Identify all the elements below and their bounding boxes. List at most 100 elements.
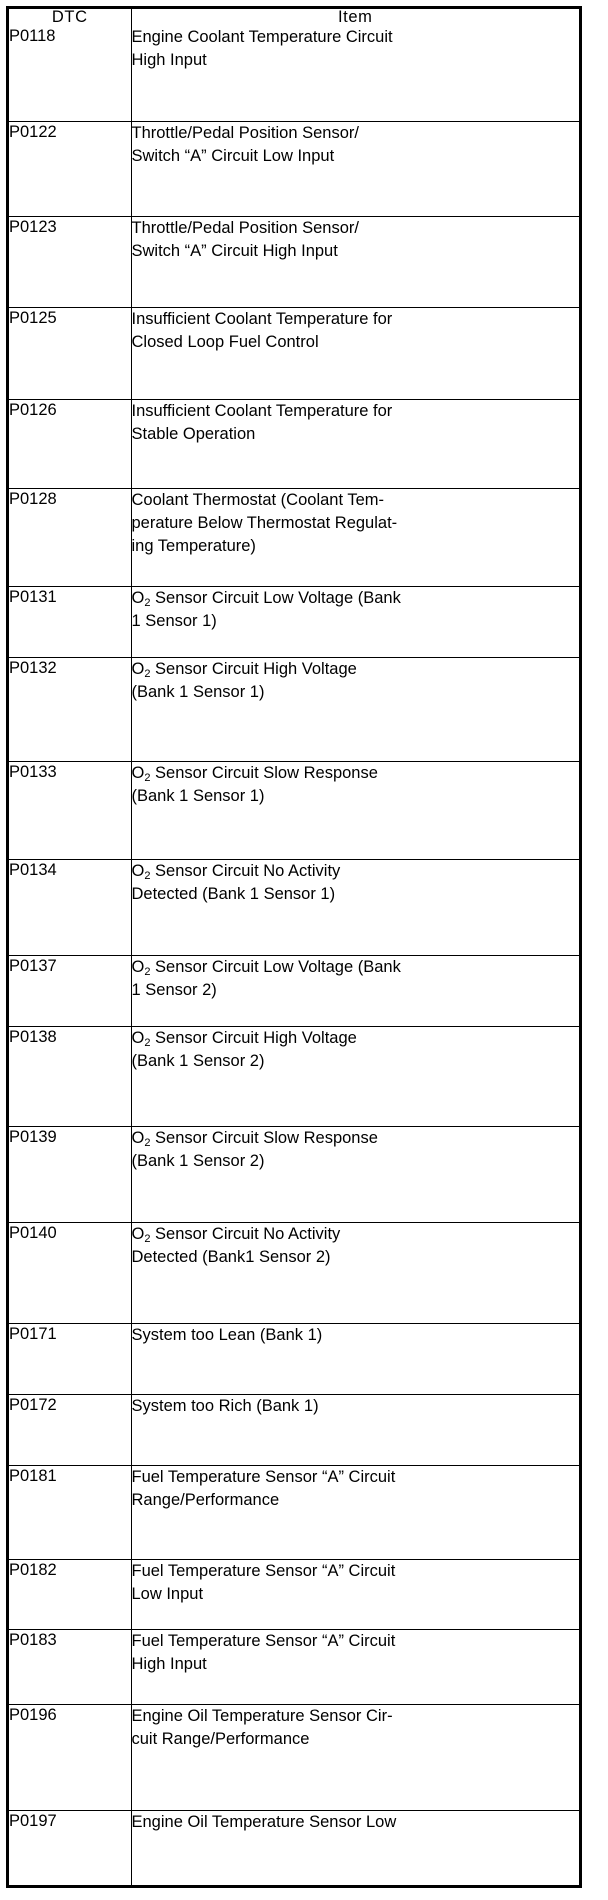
dtc-item-cell: O2 Sensor Circuit Slow Response(Bank 1 S…	[130, 761, 579, 861]
dtc-code-cell: P0133	[9, 761, 132, 861]
dtc-code-cell: P0123	[9, 215, 132, 309]
dtc-item-line: Stable Operation	[131, 424, 256, 443]
oxygen-subscript: 2	[144, 1137, 151, 1150]
dtc-code-cell: P0138	[9, 1026, 132, 1128]
dtc-item-line: System too Rich (Bank 1)	[131, 1397, 319, 1416]
dtc-item-line: (Bank 1 Sensor 1)	[131, 682, 265, 701]
dtc-item-line: High Input	[131, 50, 207, 69]
dtc-item-cell: O2 Sensor Circuit Low Voltage (Bank 1 Sen…	[130, 585, 579, 658]
dtc-item-line: O2 Sensor Circuit High Voltage	[131, 659, 357, 680]
dtc-code-cell: P0126	[9, 398, 132, 489]
dtc-item-cell: System too Rich (Bank 1)	[130, 1394, 579, 1466]
dtc-item-line: Switch “A” Circuit High Input	[131, 241, 338, 260]
dtc-item-cell: Engine Oil Temperature Sensor Cir-cuit R…	[130, 1703, 579, 1812]
dtc-item-line: O2 Sensor Circuit Low Voltage (Bank	[131, 588, 401, 609]
dtc-code-cell: P0131	[9, 585, 132, 658]
dtc-code-cell: P0140	[9, 1222, 132, 1325]
dtc-item-line: Insufficient Coolant Temperature for	[131, 401, 393, 420]
dtc-code-cell: P0134	[9, 859, 132, 957]
dtc-code-cell: P0118	[9, 25, 132, 122]
dtc-item-line: Fuel Temperature Sensor “A” Circuit	[131, 1467, 396, 1486]
dtc-item-line: cuit Range/Performance	[131, 1729, 310, 1748]
dtc-item-line: Range/Performance	[131, 1490, 280, 1509]
dtc-item-line: 1 Sensor 1)	[131, 611, 217, 630]
oxygen-subscript: 2	[144, 1233, 151, 1246]
dtc-item-cell: Throttle/Pedal Position Sensor/Switch “A…	[130, 120, 579, 217]
dtc-item-line: Fuel Temperature Sensor “A” Circuit	[131, 1632, 396, 1651]
dtc-code-cell: P0132	[9, 656, 132, 763]
dtc-item-line: (Bank 1 Sensor 2)	[131, 1152, 265, 1171]
dtc-code-cell: P0125	[9, 307, 132, 400]
dtc-item-line: Detected (Bank1 Sensor 2)	[131, 1248, 331, 1267]
dtc-item-line: System too Lean (Bank 1)	[131, 1326, 323, 1345]
dtc-item-line: O2 Sensor Circuit High Voltage	[131, 1029, 357, 1050]
dtc-item-line: O2 Sensor Circuit No Activity	[131, 1225, 341, 1246]
dtc-code-cell: P0196	[9, 1703, 132, 1812]
dtc-code-cell: P0139	[9, 1126, 132, 1224]
oxygen-subscript: 2	[144, 667, 151, 680]
oxygen-subscript: 2	[144, 596, 151, 609]
dtc-item-line: Engine Oil Temperature Sensor Cir-	[131, 1706, 393, 1725]
dtc-code-cell: P0182	[9, 1558, 132, 1631]
dtc-item-line: Low Input	[131, 1584, 204, 1603]
dtc-item-line: O2 Sensor Circuit Low Voltage (Bank	[131, 958, 401, 979]
column-header-item: Item	[130, 9, 579, 26]
oxygen-subscript: 2	[144, 1037, 151, 1050]
dtc-item-cell: O2 Sensor Circuit Slow Response (Bank 1 S…	[130, 1126, 579, 1224]
dtc-code-cell: P0172	[9, 1394, 132, 1466]
dtc-item-line: O2 Sensor Circuit Slow Response	[131, 1129, 378, 1150]
dtc-item-line: High Input	[131, 1655, 207, 1674]
oxygen-subscript: 2	[144, 772, 151, 785]
table-header-row: DTC Item	[9, 9, 579, 26]
dtc-item-line: ing Temperature)	[131, 536, 256, 555]
dtc-item-line: Engine Oil Temperature Sensor Low	[131, 1813, 397, 1832]
oxygen-subscript: 2	[144, 870, 151, 883]
dtc-item-line: Engine Coolant Temperature Circuit	[131, 27, 393, 46]
dtc-item-line: Coolant Thermostat (Coolant Tem-	[131, 490, 385, 509]
dtc-item-line: Insufficient Coolant Temperature for	[131, 310, 393, 329]
dtc-code-cell: P0128	[9, 487, 132, 587]
dtc-code-cell: P0183	[9, 1629, 132, 1705]
dtc-code-cell: P0171	[9, 1323, 132, 1396]
dtc-item-line: O2 Sensor Circuit Slow Response	[131, 764, 378, 785]
dtc-code-cell: P0197	[9, 1810, 132, 1885]
dtc-item-line: Detected (Bank 1 Sensor 1)	[131, 885, 336, 904]
dtc-item-cell: Throttle/Pedal Position Sensor/Switch “A…	[130, 215, 579, 309]
dtc-item-line: Throttle/Pedal Position Sensor/	[131, 218, 359, 237]
column-header-dtc: DTC	[9, 9, 132, 26]
dtc-item-cell: O2 Sensor Circuit High Voltage (Bank 1 Se…	[130, 656, 579, 763]
dtc-code-cell: P0122	[9, 120, 132, 217]
dtc-item-line: Switch “A” Circuit Low Input	[131, 146, 335, 165]
